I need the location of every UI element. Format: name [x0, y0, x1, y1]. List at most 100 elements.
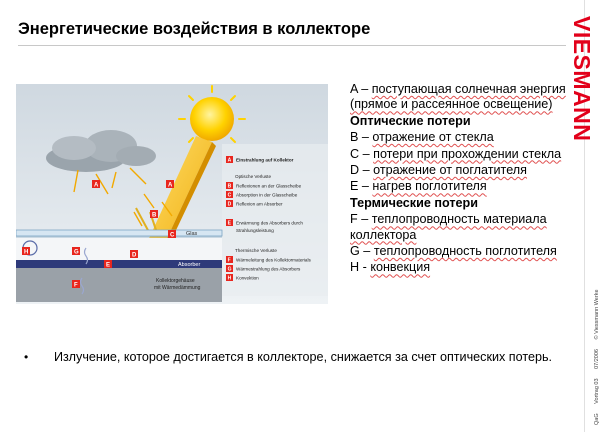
marker-letter: A: [168, 183, 173, 189]
marker-box: [92, 180, 100, 188]
title-divider: [18, 45, 566, 46]
marker-box: [226, 182, 233, 189]
collector-housing: [16, 268, 222, 302]
legend-letter: F: [350, 212, 358, 227]
diffuse-rays: [73, 167, 173, 227]
label-housing-1: Kollektorgehäuse: [156, 278, 195, 284]
legend-letter: G: [350, 244, 360, 259]
legend-text: отражение от поглатителя: [373, 163, 527, 178]
marker-box: [104, 260, 112, 268]
marker-box: [226, 156, 233, 163]
marker-box: [226, 191, 233, 198]
viessmann-logo: VIESMANN: [569, 16, 595, 142]
legend-dash: –: [362, 163, 370, 178]
absorber-layer: [16, 260, 222, 268]
label-housing-2: mit Wärmedämmung: [154, 285, 201, 291]
marker-letter: C: [170, 233, 175, 239]
bullet-point: • Излучение, которое достигается в колле…: [24, 349, 558, 365]
collector-diagram: Glas Absorber Kollektorgehäuse mit Wärme…: [16, 84, 328, 304]
marker-letter: A: [94, 183, 99, 189]
legend-letter: D: [350, 163, 360, 178]
marker-letter: B: [228, 184, 232, 190]
brand-meta-item: Vortrag 03: [594, 378, 600, 404]
legend-text: отражение от стекла: [372, 130, 494, 145]
marker-box: [226, 265, 233, 272]
legend-dash: –: [362, 146, 370, 161]
inner-legend-text: Wärmeleitung des Kollektormaterials: [236, 258, 312, 263]
marker-letter: B: [152, 213, 157, 219]
inner-legend-text: Wärmestrahlung des Absorbers: [236, 267, 301, 272]
legend-item-c: C – потери при прохождении стекла: [350, 147, 570, 162]
legend-item-f: F – теплопроводность материала коллектор…: [350, 212, 570, 243]
brand-meta-item: © Viessmann Werke: [594, 289, 600, 340]
legend-dash: –: [361, 130, 369, 145]
heat-arrows: [79, 247, 89, 295]
legend-letter: B: [350, 130, 359, 145]
legend-dash: –: [361, 179, 369, 194]
inner-legend-head: Thermische Verluste: [235, 248, 277, 253]
marker-letter: A: [228, 158, 232, 164]
bullet-dot-icon: •: [24, 350, 29, 364]
label-glass: Glas: [186, 231, 198, 237]
marker-letter: F: [74, 283, 78, 289]
legend-item-h: H - конвекция: [350, 260, 570, 275]
legend-item-d: D – отражение от поглатителя: [350, 163, 570, 178]
inner-legend-text: Einstrahlung auf Kollektor: [236, 158, 294, 163]
inner-legend-text: Reflexion am Absorber: [236, 202, 283, 207]
legend-dash: –: [361, 212, 369, 227]
legend-letter: C: [350, 146, 360, 161]
diagram-markers: A A B C D E H G F: [22, 180, 176, 289]
marker-box: [166, 180, 174, 188]
legend-text: поступающая солнечная энергия (прямое и …: [350, 82, 566, 112]
marker-box: [150, 210, 158, 218]
marker-letter: E: [228, 221, 232, 227]
legend-heading-thermal: Термические потери: [350, 195, 478, 210]
inner-legend-panel: [222, 144, 328, 296]
legend-item-e: E – нагрев поглотителя: [350, 179, 570, 194]
inner-legend: A Einstrahlung auf Kollektor Optische Ve…: [226, 156, 312, 282]
marker-letter: D: [228, 202, 232, 208]
marker-letter: H: [228, 276, 232, 282]
inner-legend-text: Konvektion: [236, 276, 259, 281]
marker-box: [226, 200, 233, 207]
marker-letter: G: [228, 267, 232, 273]
marker-letter: G: [74, 250, 79, 256]
marker-box: [22, 247, 30, 255]
marker-box: [72, 247, 80, 255]
marker-box: [130, 250, 138, 258]
sun-icon: [178, 85, 246, 153]
inner-legend-text: Strahlungsleistung: [236, 228, 274, 233]
inner-legend-head: Optische Verluste: [235, 174, 271, 179]
inner-legend-text: Reflexionen an der Glasscheibe: [236, 184, 302, 189]
marker-box: [168, 230, 176, 238]
marker-letter: C: [228, 193, 232, 199]
legend-letter: E: [350, 179, 359, 194]
legend-letter: A: [350, 82, 358, 96]
marker-letter: F: [228, 258, 231, 264]
bullet-text: Излучение, которое достигается в коллект…: [54, 350, 553, 364]
marker-letter: E: [106, 263, 110, 269]
legend-text: теплопроводность поглотителя: [373, 244, 557, 259]
loss-legend: A – поступающая солнечная энергия (прямо…: [350, 82, 570, 277]
label-absorber: Absorber: [178, 262, 200, 268]
legend-text: конвекция: [370, 260, 431, 275]
legend-letter: H: [350, 260, 360, 275]
glass-layer: [16, 229, 223, 237]
brand-meta: QaG Vortrag 03 07/2006 © Viessmann Werke: [594, 281, 600, 425]
cloud-icon: [46, 130, 156, 172]
marker-box: [226, 256, 233, 263]
legend-heading-optical: Оптические потери: [350, 113, 471, 128]
brand-strip: [570, 0, 616, 432]
inner-legend-text: Absorption in der Glasscheibe: [236, 193, 298, 198]
marker-letter: H: [24, 250, 28, 256]
legend-item-g: G – теплопроводность поглотителя: [350, 244, 570, 259]
brand-meta-item: 07/2006: [594, 349, 600, 369]
inner-legend-text: Erwärmung des Absorbers durch: [236, 221, 303, 226]
brand-divider: [584, 0, 585, 432]
brand-meta-item: QaG: [594, 413, 600, 425]
marker-box: [226, 274, 233, 281]
legend-dash: –: [361, 82, 369, 96]
legend-dash: –: [363, 244, 371, 259]
marker-box: [72, 280, 80, 288]
legend-dash: -: [362, 260, 367, 275]
